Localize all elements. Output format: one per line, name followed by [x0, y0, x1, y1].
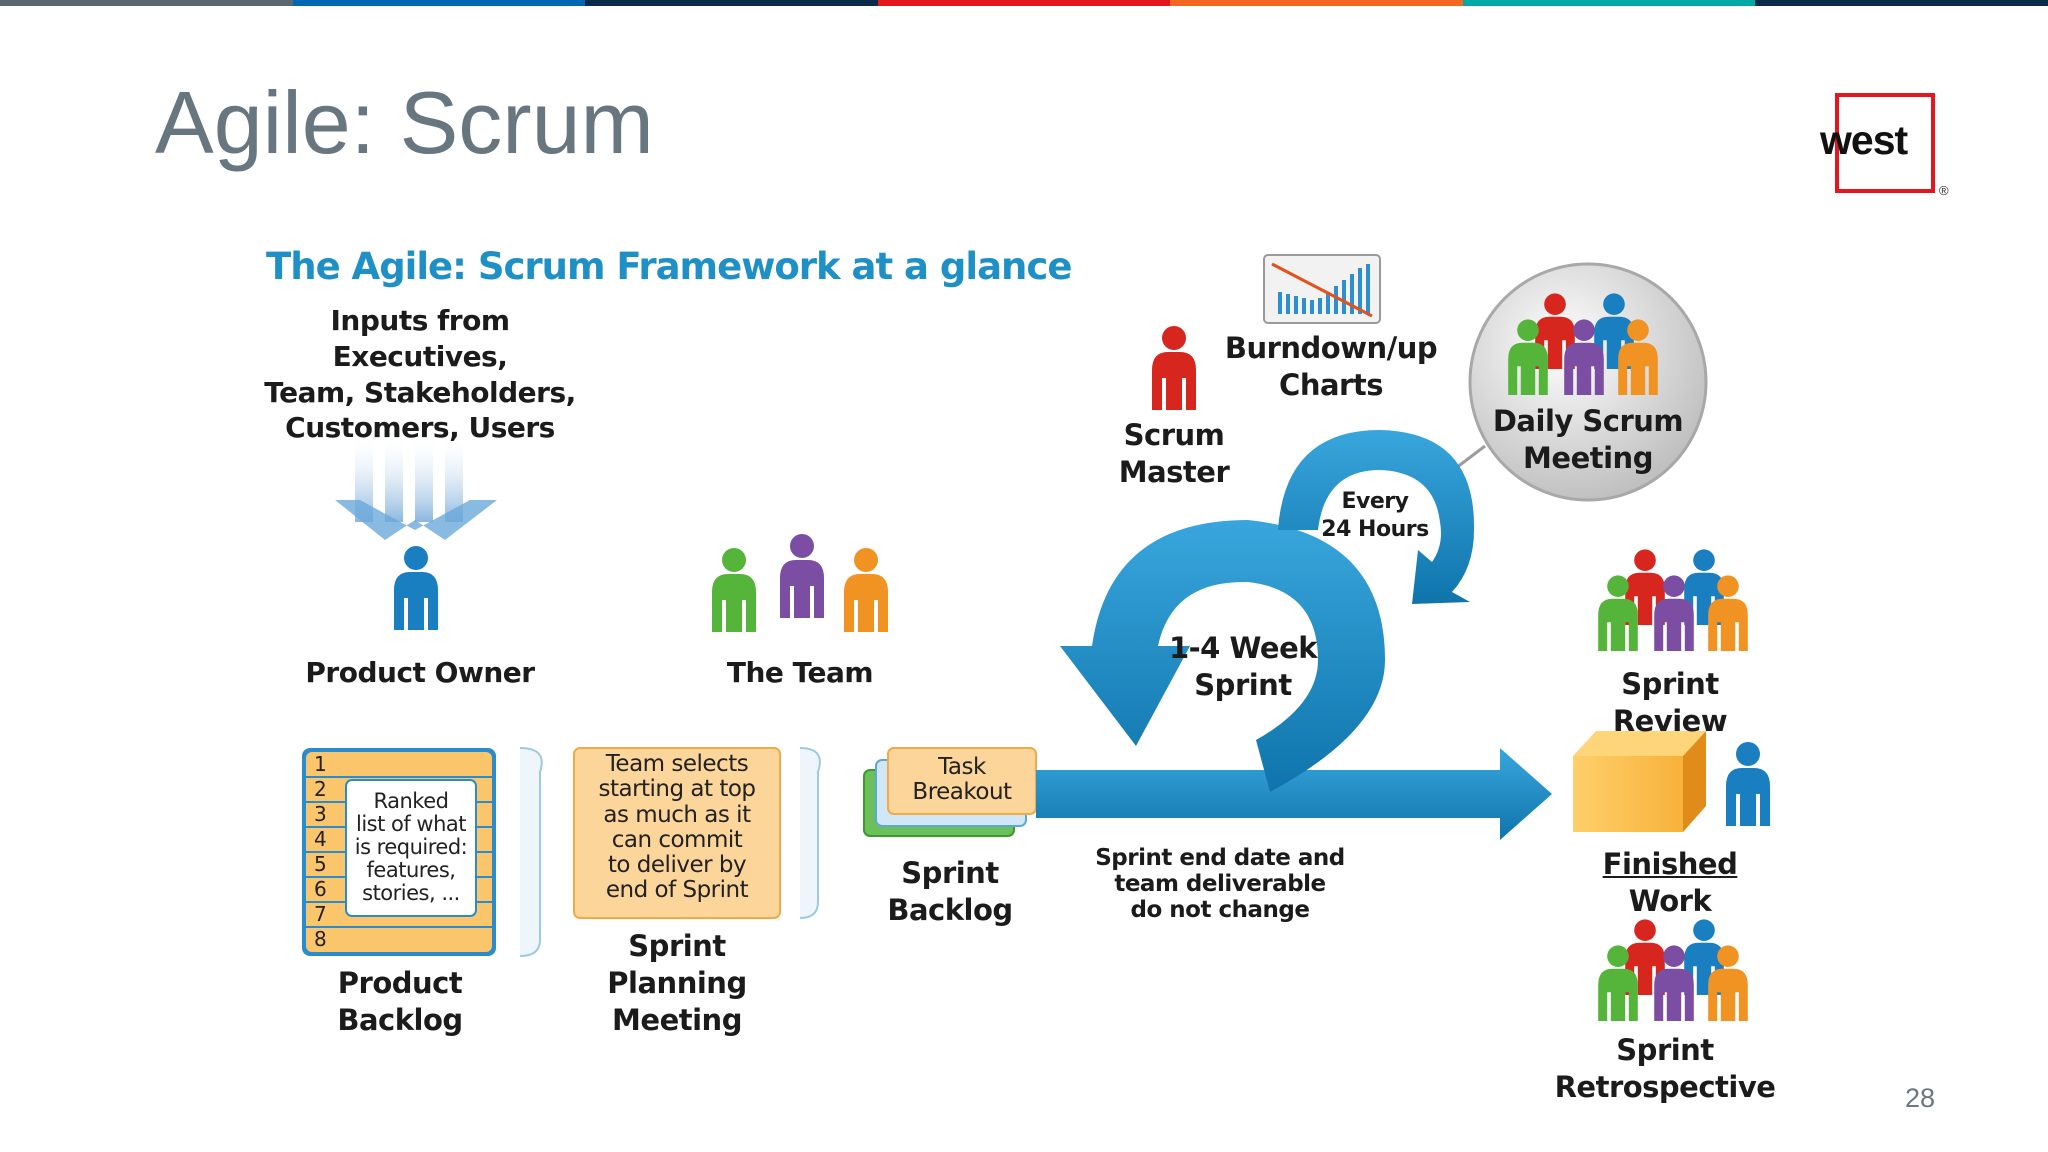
backlog-note-line: Ranked [373, 789, 449, 813]
product-backlog-label: Product Backlog [300, 965, 500, 1039]
sprint-planning-line-1: Sprint [628, 929, 726, 963]
scrum-master-label: Scrum Master [1104, 417, 1244, 491]
daily-cycle-arrow [1278, 430, 1475, 604]
planning-note-line: to deliver by [607, 852, 747, 879]
planning-note-line: can commit [611, 826, 743, 853]
scrum-master-icon [1152, 326, 1196, 410]
top-bar-segment [1462, 0, 1756, 6]
work-word: Work [1628, 884, 1712, 919]
finished-work-person-icon [1726, 742, 1770, 826]
top-bar-segment [292, 0, 586, 6]
inputs-line-3: Customers, Users [285, 411, 555, 445]
backlog-row-number: 8 [314, 927, 327, 951]
logo-text: west [1820, 117, 1908, 163]
logo-registered-mark: ® [1939, 183, 1949, 198]
sprint-retrospective-group-icon [1598, 919, 1748, 1021]
sprint-cycle-line-2: Sprint [1194, 668, 1292, 703]
sprint-planning-line-3: Meeting [612, 1003, 742, 1038]
top-bar-segment [1755, 0, 2048, 6]
scrum-master-line-2: Master [1118, 455, 1230, 490]
burndown-chart-icon [1263, 254, 1381, 324]
sprint-cycle-label: 1-4 Week Sprint [1150, 630, 1336, 704]
planning-note-line: as much as it [603, 801, 751, 828]
burndown-line-1: Burndown/up [1224, 331, 1438, 365]
inputs-line-1: Inputs from Executives, [330, 304, 510, 373]
top-bar-segment [585, 0, 878, 6]
product-backlog-stack [302, 747, 543, 957]
sprint-planning-label: Sprint Planning Meeting [575, 928, 779, 1039]
sprint-end-note: Sprint end date and team deliverable do … [1090, 845, 1350, 923]
sprint-end-note-line: team deliverable [1114, 870, 1326, 897]
daily-scrum-line-2: Meeting [1523, 441, 1653, 476]
sprint-backlog-stack [863, 747, 1037, 837]
finished-work-box-icon [1573, 731, 1706, 832]
team-icon [712, 534, 888, 632]
sprint-cycle-line-1: 1-4 Week [1168, 631, 1318, 665]
backlog-note-line: list of what [355, 812, 467, 837]
sprint-retrospective-label: Sprint Retrospective [1540, 1032, 1790, 1106]
sprint-retro-line-2: Retrospective [1554, 1070, 1776, 1105]
sprint-backlog-line-1: Sprint [901, 856, 999, 890]
sprint-flow-arrow [1036, 748, 1552, 840]
sprint-retro-line-1: Sprint [1616, 1033, 1714, 1067]
backlog-row-number: 5 [314, 852, 327, 876]
daily-cycle-label: Every 24 Hours [1310, 488, 1440, 544]
sprint-review-label: Sprint Review [1612, 667, 1728, 739]
the-team-label: The Team [726, 656, 874, 689]
page-number: 28 [1905, 1083, 1936, 1113]
diagram-title: The Agile: Scrum Framework at a glance [266, 245, 1072, 288]
daily-cycle-line-1: Every [1341, 489, 1409, 514]
logo-frame [1835, 93, 1935, 193]
inputs-line-2: Team, Stakeholders, [264, 375, 576, 409]
inputs-arrow [335, 432, 497, 540]
backlog-row-number: 2 [314, 777, 327, 801]
task-breakout-text: Task Breakout [888, 754, 1036, 806]
top-bar-segment [1170, 0, 1463, 6]
sprint-backlog-line-2: Backlog [887, 893, 1013, 928]
task-breakout-line: Breakout [912, 779, 1012, 806]
daily-scrum-line-1: Daily Scrum [1492, 404, 1684, 438]
top-color-bar [0, 0, 2048, 6]
daily-cycle-line-2: 24 Hours [1321, 517, 1429, 543]
slide-title: Agile: Scrum [155, 73, 654, 172]
burndown-label: Burndown/up Charts [1216, 330, 1446, 404]
backlog-row-number: 1 [314, 752, 327, 776]
top-bar-segment [877, 0, 1171, 6]
daily-scrum-label: Daily Scrum Meeting [1478, 403, 1698, 477]
task-breakout-line: Task [938, 754, 986, 780]
product-backlog-line-1: Product [337, 966, 463, 1000]
sprint-planning-line-2: Planning [607, 966, 747, 1001]
sprint-backlog-label: Sprint Backlog [860, 855, 1040, 929]
backlog-note-line: is required: [354, 835, 468, 860]
top-bar-segment [0, 0, 293, 6]
finished-work-label: Finished Work [1560, 846, 1780, 920]
backlog-note-line: features, [366, 858, 456, 883]
backlog-note-line: stories, ... [362, 881, 460, 906]
planning-note-line: starting at top [598, 776, 756, 803]
backlog-row-number: 4 [314, 827, 327, 851]
product-owner-icon [394, 546, 438, 630]
product-owner-label: Product Owner [305, 656, 535, 689]
planning-note-line: Team selects [605, 751, 749, 777]
planning-note-line: end of Sprint [605, 877, 749, 904]
inputs-label: Inputs from Executives, Team, Stakeholde… [250, 303, 590, 446]
finished-word: Finished [1602, 847, 1738, 881]
burndown-line-2: Charts [1279, 368, 1383, 403]
sprint-end-note-line: do not change [1130, 896, 1310, 923]
product-backlog-line-2: Backlog [337, 1003, 463, 1038]
backlog-row-number: 6 [314, 877, 327, 901]
product-backlog-note: Ranked list of what is required: feature… [346, 789, 476, 906]
sprint-cycle-arrow [1060, 520, 1385, 792]
scrum-master-line-1: Scrum [1123, 418, 1225, 452]
sprint-review-group-icon [1598, 549, 1748, 651]
sprint-planning-note-text: Team selects starting at top as much as … [574, 751, 780, 904]
sprint-end-note-line: Sprint end date and [1095, 845, 1345, 871]
backlog-row-number: 7 [314, 902, 327, 926]
sprint-planning-note [573, 747, 821, 919]
backlog-row-number: 3 [314, 802, 327, 826]
